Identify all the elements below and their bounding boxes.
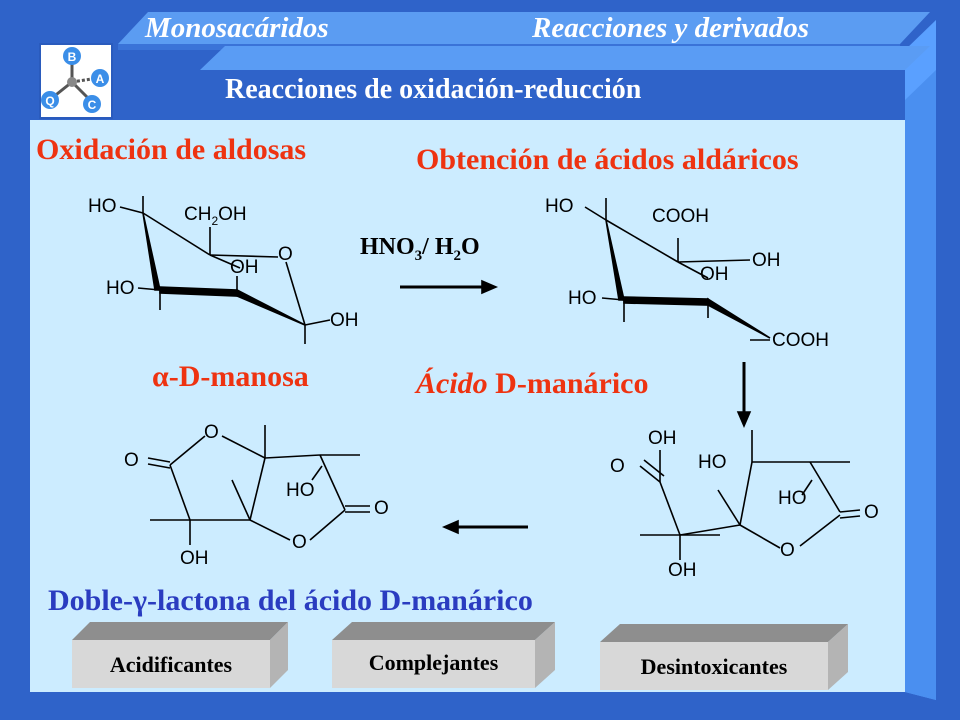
section-title-obtention: Obtención de ácidos aldáricos xyxy=(416,143,799,176)
section-title-oxidation: Oxidación de aldosas xyxy=(36,133,307,166)
mol2-ho-top: HO xyxy=(545,196,574,217)
mol2-cooh-top: COOH xyxy=(652,206,709,227)
mol2-wedge-right xyxy=(707,297,771,339)
mol1-o-ring: O xyxy=(278,244,293,265)
mol1-oh-mid: OH xyxy=(230,257,259,278)
compound-name-manarico: Ácido D-manárico xyxy=(416,367,649,400)
content-panel xyxy=(30,120,905,692)
mol4-o-top: O xyxy=(204,422,219,443)
button-acidificantes[interactable]: Acidificantes xyxy=(109,652,233,677)
header-title-right: Reacciones y derivados xyxy=(532,12,810,44)
mol1-wedge-left xyxy=(142,212,161,291)
mol3-oh-bottom: OH xyxy=(668,560,697,581)
mol3-o-right: O xyxy=(864,502,879,523)
mol3-bonds xyxy=(639,430,861,560)
mol3-o-ring: O xyxy=(780,540,795,561)
mol1-wedge-right xyxy=(236,288,306,326)
mol4-o-right: O xyxy=(374,498,389,519)
mol4-o-ring: O xyxy=(292,532,307,553)
mol3-ho-ring: HO xyxy=(778,488,807,509)
mol2-ho-left: HO xyxy=(568,288,597,309)
mol4-oh-bottom: OH xyxy=(180,548,209,569)
button-desintoxicantes[interactable]: Desintoxicantes xyxy=(640,654,788,679)
mol1-ho-top: HO xyxy=(88,196,117,217)
mol4-o-left: O xyxy=(124,450,139,471)
header-title-left: Monosacáridos xyxy=(145,12,329,44)
gamma-symbol: γ xyxy=(133,584,148,617)
mol1-ho-left: HO xyxy=(106,278,135,299)
mol2-oh-mid: OH xyxy=(700,264,729,285)
button-boxes xyxy=(72,622,848,690)
mol3-ho-mid: HO xyxy=(698,452,727,473)
mol1-oh-right: OH xyxy=(330,310,359,331)
compound-name-lactona: Doble-γ-lactona del ácido D-manárico xyxy=(48,584,533,617)
reaction-reagent: HNO3/ H2O xyxy=(360,234,480,264)
mol3-oh-top: OH xyxy=(648,428,677,449)
compound-name-manosa: α-D-manosa xyxy=(152,360,309,393)
mol2-cooh-bottom: COOH xyxy=(772,330,829,351)
arrow-right-head xyxy=(481,279,499,295)
mol2-wedge-left xyxy=(605,219,625,301)
arrow-down-head xyxy=(736,411,752,429)
mol2-bold-bottom xyxy=(623,296,709,306)
arrow-left-head xyxy=(441,519,459,535)
mol4-bonds xyxy=(147,425,370,545)
alpha-symbol: α xyxy=(152,360,169,393)
mol3-o-left: O xyxy=(610,456,625,477)
mol4-ho-mid: HO xyxy=(286,480,315,501)
mol1-ch2oh: CH2OH xyxy=(184,204,247,228)
button-complejantes[interactable]: Complejantes xyxy=(368,650,499,675)
mol1-bold-bottom xyxy=(159,286,238,297)
mol2-oh-right: OH xyxy=(752,250,781,271)
mol1-bonds xyxy=(119,196,331,344)
slide-subtitle: Reacciones de oxidación-reducción xyxy=(225,74,642,105)
